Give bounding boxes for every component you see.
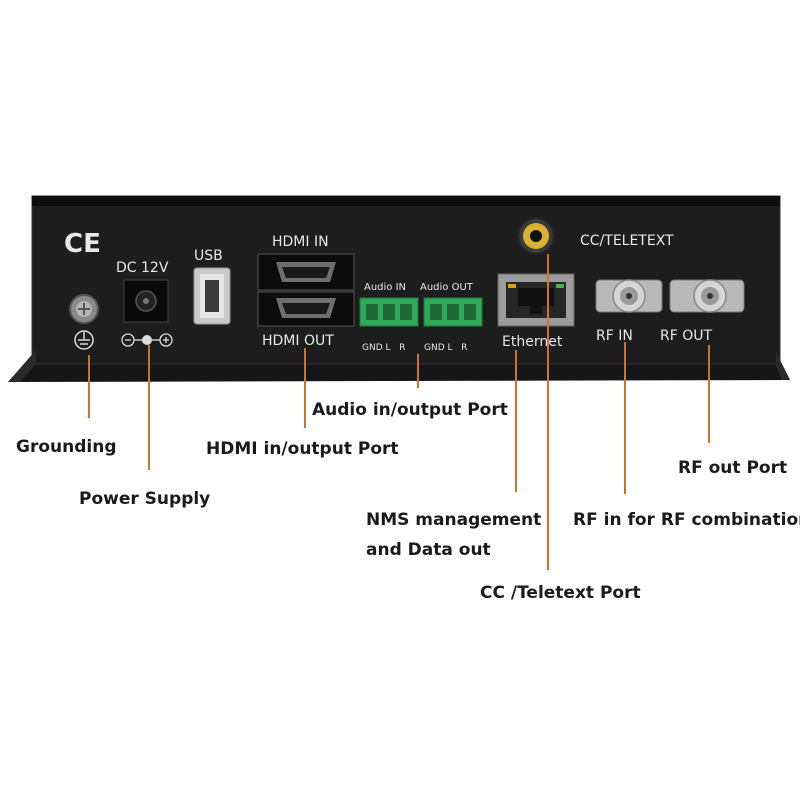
hdmi-in-port [257,253,355,291]
hdmi-out-label: HDMI OUT [262,333,334,349]
usb-label: USB [194,248,223,264]
dc-power-jack [123,279,169,323]
audio-in-label: Audio IN [364,282,406,293]
cc-teletext-rca-jack [517,217,555,255]
leader-rf-in [624,342,626,494]
leader-grounding [88,355,90,418]
audio-out-label: Audio OUT [420,282,474,293]
rf-in-label: RF IN [596,328,633,344]
callout-power-supply: Power Supply [79,489,211,509]
ethernet-port [497,273,575,327]
leader-ethernet [515,350,517,492]
ce-mark: CE [64,229,101,259]
callout-hdmi-port: HDMI in/output Port [206,439,399,459]
rf-out-connector [669,279,745,313]
callout-grounding: Grounding [16,437,117,457]
usb-port [193,267,231,325]
leader-hdmi [304,348,306,428]
ground-symbol-icon [74,330,94,350]
leader-power-supply [148,345,150,470]
leader-rf-out [708,345,710,443]
audio-out-pin-labels: GND L R [424,343,467,353]
callout-rf-out-port: RF out Port [678,458,788,478]
hdmi-in-label: HDMI IN [272,234,329,250]
audio-in-pin-labels: GND L R [362,343,405,353]
rf-out-label: RF OUT [660,328,712,344]
cc-teletext-label: CC/TELETEXT [580,233,674,249]
callout-audio-port: Audio in/output Port [312,400,508,420]
leader-audio [417,354,419,388]
callout-cc-port: CC /Teletext Port [480,583,641,603]
dc-polarity-icon [121,333,173,347]
callout-nms-line1: NMS management [366,510,542,530]
audio-in-terminal [359,297,419,327]
ethernet-label: Ethernet [502,334,563,350]
leader-cc-teletext [547,254,549,570]
hdmi-out-port [257,291,355,327]
callout-rf-in-port: RF in for RF combination [573,510,800,530]
callout-nms-line2: and Data out [366,540,491,560]
rf-in-connector [595,279,663,313]
grounding-terminal [69,294,99,324]
audio-out-terminal [423,297,483,327]
dc-12v-label: DC 12V [116,260,169,276]
